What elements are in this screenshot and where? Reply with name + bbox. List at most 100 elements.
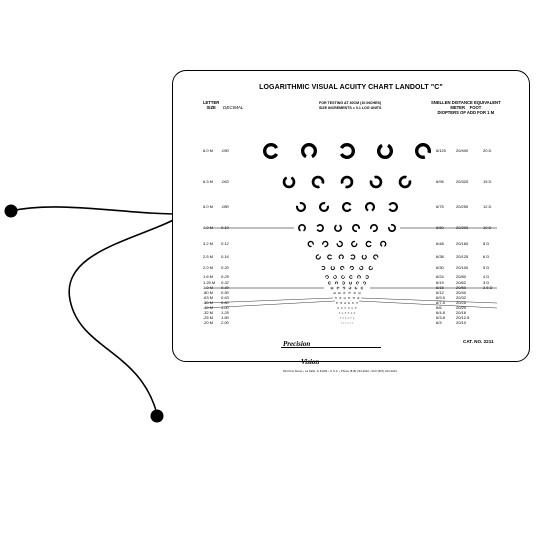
landolt-c-optotype [357, 275, 361, 279]
landolt-c-optotype [354, 286, 358, 290]
landolt-c-optotype [343, 322, 345, 324]
letter-size-label: 8.0 M [203, 147, 214, 153]
letter-size-label: 1.0 M [203, 284, 214, 290]
letter-size-label: 1.25 M [203, 279, 216, 285]
decimal-label: 0.40 [221, 284, 229, 290]
snellen-meter-label: 6/60 [436, 224, 444, 230]
decimal-label: 0.12 [221, 240, 229, 246]
letter-size-label: .20 M [203, 319, 214, 325]
snellen-foot-label: 20/32 [456, 294, 467, 300]
letter-size-header: LETTER SIZE [203, 100, 220, 110]
snellen-foot-label: 20/125 [456, 253, 469, 259]
decimal-label: 0.25 [221, 273, 229, 279]
landolt-c-optotype [347, 317, 349, 319]
landolt-c-optotype [359, 265, 364, 271]
landolt-c-optotype [334, 224, 342, 232]
landolt-c-optotype [353, 291, 356, 295]
landolt-c-optotype [328, 281, 331, 285]
guide-line [204, 297, 334, 304]
testing-distance-line: FOR TESTING AT 40CM (16 INCHES) [319, 101, 382, 105]
landolt-c-optotype [348, 291, 351, 294]
landolt-c-optotype [311, 175, 325, 189]
landolt-c-optotype [319, 202, 329, 212]
landolt-c-optotype [365, 202, 375, 212]
decimal-label: 0.20 [221, 264, 229, 270]
landolt-c-optotype [345, 317, 347, 319]
letter-size-label: .25 M [203, 314, 214, 320]
snellen-meter-label: 6/6 [436, 304, 442, 310]
diopter-label: 5 D [483, 264, 490, 270]
guide-line [358, 300, 498, 309]
decimal-label: 1.60 [221, 314, 229, 320]
cord-knob-bottom[interactable] [150, 409, 164, 423]
landolt-c-optotype [350, 254, 356, 260]
optotype-area [204, 143, 498, 324]
snellen-foot-label: 20/16 [456, 309, 467, 315]
landolt-c-optotype [349, 265, 354, 271]
cord-knob-left[interactable] [4, 204, 18, 218]
letter-size-label: 2.0 M [203, 264, 214, 270]
snellen-meter-label: 6/95 [436, 178, 444, 184]
decimal-label: 2.00 [221, 319, 229, 325]
landolt-c-optotype [342, 317, 344, 319]
decimal-label: 0.32 [221, 279, 229, 285]
snellen-foot-label: 20/250 [456, 203, 469, 209]
decimal-label: 0.10 [221, 224, 229, 230]
landolt-c-optotype [354, 307, 357, 309]
landolt-c-optotype [336, 286, 340, 290]
snellen-meter-label: 6/15 [436, 284, 444, 290]
letter-size-label: 4.0 M [203, 224, 214, 230]
landolt-c-optotype [351, 307, 354, 309]
landolt-c-optotype [347, 322, 349, 324]
decimal-label: 1.00 [221, 304, 229, 310]
landolt-c-optotype [298, 224, 306, 232]
landolt-c-optotype [352, 302, 354, 304]
landolt-c-optotype [333, 291, 336, 295]
landolt-c-optotype [353, 312, 356, 314]
diopter-label: 6 D [483, 253, 490, 259]
snellen-meter-label: 6/19 [436, 279, 444, 285]
cord-line [10, 206, 189, 415]
snellen-foot-label: 20/50 [456, 284, 467, 290]
snellen-foot-label: 20/25 [456, 299, 467, 305]
diopter-label: 2.5 D [483, 284, 493, 290]
chart-title: LOGARITHMIC VISUAL ACUITY CHART LANDOLT … [259, 84, 443, 91]
landolt-c-optotype [335, 281, 338, 285]
landolt-c-optotype [338, 312, 341, 314]
diopter-label: 8 D [483, 240, 490, 246]
guide-line [360, 297, 498, 304]
snellen-foot-label: 20/20 [456, 304, 467, 310]
landolt-c-optotype [356, 302, 358, 304]
diopter-label: 12 D [483, 203, 492, 209]
brand-block: Precision Vision 944 First Street • La S… [283, 333, 397, 373]
landolt-c-optotype [343, 297, 346, 299]
snellen-foot-label: 20/40 [456, 289, 467, 295]
decimal-label: .050 [221, 147, 229, 153]
landolt-c-optotype [352, 297, 355, 299]
landolt-c-optotype [356, 281, 359, 285]
decimal-header: DECIMAL [223, 105, 244, 110]
landolt-c-optotype [361, 254, 367, 260]
landolt-c-optotype [349, 322, 351, 324]
landolt-c-optotype [350, 317, 352, 319]
guide-line [204, 300, 336, 309]
letter-size-label: .80 M [203, 289, 214, 295]
diopter-label: 4 D [483, 273, 490, 279]
snellen-meter-label: 6/24 [436, 273, 444, 279]
brand-name-precision: Precision [283, 340, 311, 348]
snellen-meter-label: 6/30 [436, 264, 444, 270]
snellen-meter-label: 6/38 [436, 253, 444, 259]
snellen-meter-label: 6/9.5 [436, 294, 445, 300]
landolt-c-optotype [340, 302, 342, 304]
landolt-c-optotype [348, 302, 350, 304]
landolt-c-optotype [380, 240, 387, 247]
landolt-c-optotype [373, 254, 379, 260]
snellen-meter-label: 6/12 [436, 289, 444, 295]
landolt-c-optotype [282, 176, 296, 189]
catalog-number: CAT. NO. 2211 [463, 339, 494, 344]
landolt-c-optotype [349, 275, 353, 279]
landolt-c-optotype [350, 312, 353, 314]
snellen-foot-label: 20/320 [456, 178, 469, 184]
letter-size-label: .32 M [203, 309, 214, 315]
